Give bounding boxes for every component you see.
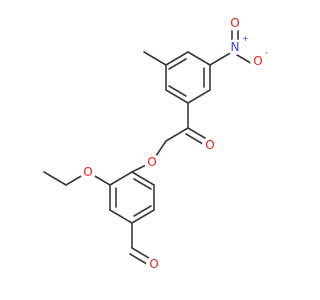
bond xyxy=(133,178,152,190)
bond xyxy=(133,205,152,217)
nitro-oxygen-double-label: O xyxy=(230,16,239,30)
bond xyxy=(187,51,211,66)
bond xyxy=(143,51,167,66)
ethoxy-oxygen-label: O xyxy=(83,165,92,179)
carbonyl-oxygen-atom: O xyxy=(202,137,218,153)
bond xyxy=(165,127,189,142)
ethoxy-oxygen-atom: O xyxy=(80,164,96,180)
nitro-oxygen-double-atom: O xyxy=(227,15,243,31)
ester-oxygen-label: O xyxy=(147,155,156,169)
bond xyxy=(168,58,187,70)
bond xyxy=(131,209,155,224)
bond xyxy=(43,171,67,186)
nitro-nitrogen-charge: + xyxy=(242,34,249,43)
atom-labels: O O O O N + O O - xyxy=(80,15,268,272)
bond xyxy=(109,171,133,186)
bond xyxy=(109,209,133,224)
bond xyxy=(165,51,189,66)
carbonyl-oxygen-label: O xyxy=(205,138,214,152)
bond xyxy=(165,89,189,104)
bond xyxy=(187,89,211,104)
bond xyxy=(209,51,233,66)
nitro-nitrogen-atom: N + xyxy=(227,34,249,55)
ester-oxygen-atom: O xyxy=(144,154,160,170)
bonds xyxy=(43,27,255,268)
chemical-structure: O O O O N + O O - xyxy=(43,15,268,272)
aldehyde-oxygen-atom: O xyxy=(146,256,162,272)
nitro-oxygen-single-charge: - xyxy=(265,48,268,57)
nitro-oxygen-single-atom: O - xyxy=(250,48,268,69)
nitro-oxygen-single-label: O xyxy=(253,54,262,68)
bond xyxy=(168,85,187,97)
bond xyxy=(131,171,155,186)
aldehyde-oxygen-label: O xyxy=(149,257,158,271)
nitro-nitrogen-label: N xyxy=(231,40,240,54)
